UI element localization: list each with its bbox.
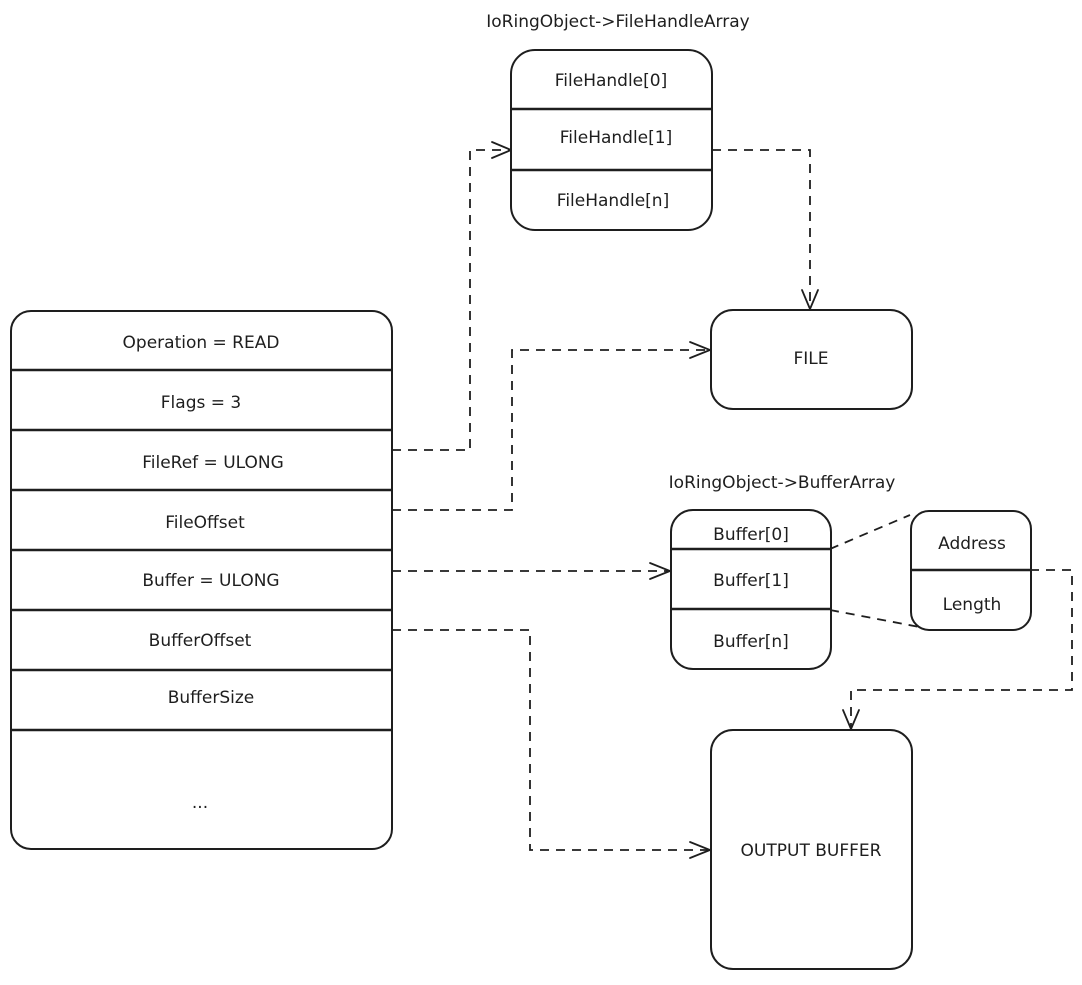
sqe-field-flags: Flags = 3 [161,393,241,413]
sqe-field-fileoffset: FileOffset [165,513,245,533]
file-handle-array: FileHandle[0] FileHandle[1] FileHandle[n… [510,49,713,231]
file-node: FILE [710,309,913,410]
sqe-field-ellipsis: ... [192,793,208,813]
file-handle-item: FileHandle[0] [555,71,667,91]
buffer-array-item: Buffer[n] [713,632,789,652]
file-handle-array-caption: IoRingObject->FileHandleArray [486,12,749,32]
connector-filehandle-to-file [712,149,811,308]
buffer-entry-address: Address [938,534,1006,554]
file-label: FILE [793,349,828,369]
buffer-array-item: Buffer[0] [713,525,789,545]
buffer-entry-length: Length [943,595,1002,615]
output-buffer-box [710,729,913,970]
sqe-field-fileref: FileRef = ULONG [142,453,284,473]
output-buffer-node: OUTPUT BUFFER [710,729,913,970]
sqe-struct-box [10,310,393,850]
connector-address-to-output [850,569,1073,728]
file-handle-item: FileHandle[1] [560,128,672,148]
connector-bufferarray-to-entry-top [829,514,911,550]
file-handle-array-box [510,49,713,231]
sqe-field-buffer: Buffer = ULONG [142,571,279,591]
buffer-entry: Address Length [910,510,1032,631]
sqe-struct: Operation = READ Flags = 3 FileRef = ULO… [10,310,393,850]
connector-fileoffset-to-file [392,349,710,511]
output-buffer-label: OUTPUT BUFFER [741,841,882,861]
file-handle-item: FileHandle[n] [557,191,669,211]
sqe-field-bufferoffset: BufferOffset [149,631,252,651]
sqe-field-operation: Operation = READ [123,333,280,353]
connector-fileref-to-filehandle [392,149,510,451]
buffer-array: Buffer[0] Buffer[1] Buffer[n] [670,509,832,670]
buffer-array-item: Buffer[1] [713,571,789,591]
file-box [710,309,913,410]
connector-bufferarray-to-entry-bottom [829,609,931,630]
buffer-array-caption: IoRingObject->BufferArray [669,473,896,493]
connector-bufferoffset-to-output [392,629,710,851]
sqe-field-buffersize: BufferSize [168,688,255,708]
